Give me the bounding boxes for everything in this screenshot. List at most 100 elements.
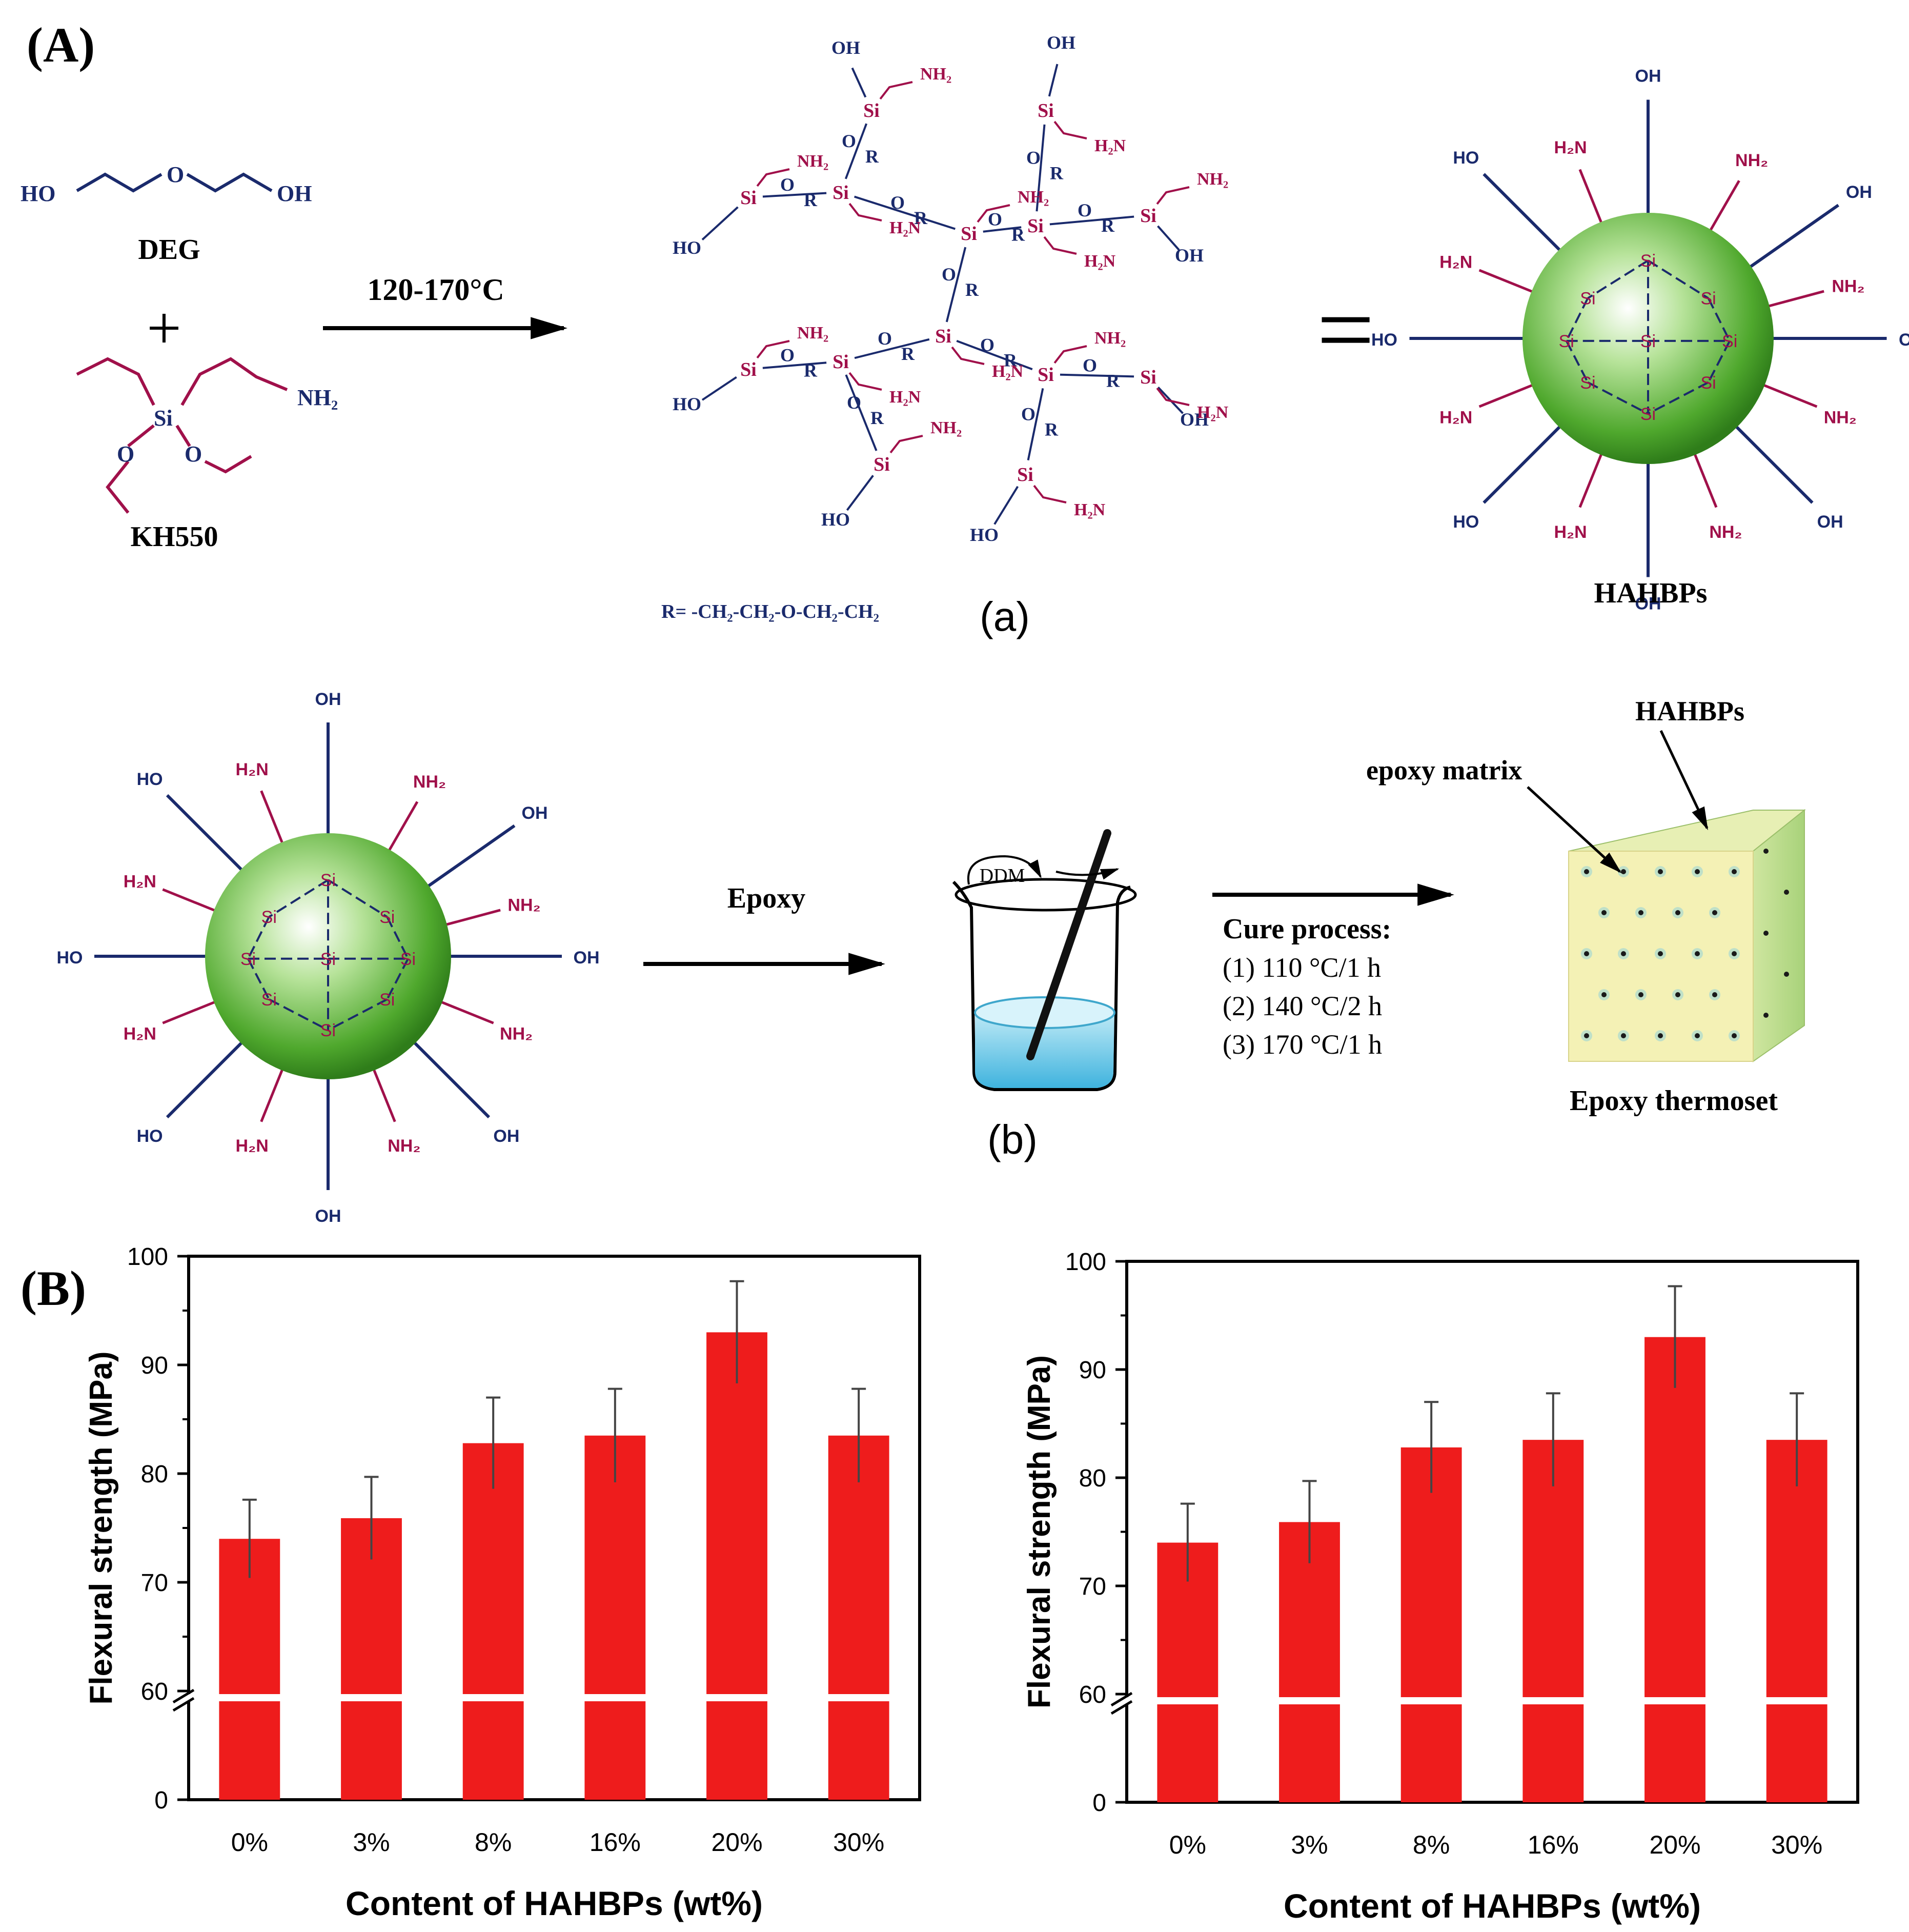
polymer-amine-label-8: NH₂ (797, 324, 828, 343)
epoxy-thermoset-label: Epoxy thermoset (1570, 1085, 1778, 1117)
polymer-o-label-10: O (1083, 355, 1097, 376)
polymer-o-label-6: O (1078, 200, 1092, 220)
chart-0-bar-0% (219, 1539, 280, 1800)
polymer-o-label-3: O (780, 174, 795, 195)
hahbp-process-group-label-1: NH₂ (413, 772, 446, 792)
hahbp-process-group-label-11: H₂N (124, 1024, 156, 1043)
kh550-o-label-2: O (185, 441, 202, 467)
hahbp-top-group-label-6: OH (1817, 512, 1843, 532)
polymer-amine-label-5: H₂N (1084, 252, 1116, 271)
hahbp-process-group-label-8: OH (315, 1206, 341, 1226)
chart-1-ytick-4: 90 (1079, 1357, 1106, 1384)
hahbp-process-group-label-5: NH₂ (500, 1024, 533, 1043)
hahbp-top-group-label-12: HO (1371, 330, 1397, 350)
hahbp-top-si-node-8: Si (1640, 405, 1656, 424)
hahbp-process-group-label-9: H₂N (236, 1136, 269, 1156)
polymer-bond-11 (840, 361, 883, 465)
hahbp-top-si-node-6: Si (1580, 373, 1595, 393)
polymer-end-label-3: OH (1175, 245, 1204, 266)
deg-o-label: O (167, 162, 184, 187)
polymer-si-node-2: Si (740, 187, 757, 209)
thermoset-particle-4 (1732, 869, 1737, 874)
polymer-end-label-0: OH (831, 37, 860, 58)
hahbp-top-group-label-13: H₂N (1439, 253, 1472, 272)
chart-0-ytick-1: 60 (141, 1678, 168, 1705)
chart-1-ytick-0: 0 (1092, 1789, 1106, 1817)
thermoset-particle-14 (1601, 992, 1607, 997)
deg-molecule: HO O OH (21, 162, 312, 206)
chart-1-xtick-4: 20% (1649, 1830, 1700, 1859)
polymer-o-label-11: O (847, 392, 861, 413)
polymer-r-label-7: R (901, 344, 915, 364)
chart-0-bar-30% (828, 1435, 889, 1800)
chart-1-bar-8% (1400, 1447, 1462, 1802)
thermoset-particle-12 (1695, 951, 1700, 956)
polymer-si-node-4: Si (961, 223, 977, 245)
chart-1-ytick-3: 80 (1079, 1465, 1106, 1492)
polymer-bond-6 (1035, 214, 1149, 227)
epoxy-label: Epoxy (727, 882, 806, 914)
polymer-end-label-6: HO (821, 509, 850, 530)
chart-1-bar-20% (1644, 1337, 1705, 1802)
chart-0-axis-break (173, 1694, 909, 1701)
hahbp-top-group-label-9: H₂N (1554, 522, 1587, 542)
polymer-o-label-4: O (842, 131, 856, 151)
chart-0-ytick-0: 0 (154, 1787, 168, 1814)
thermoset-particle-9 (1584, 951, 1589, 956)
thermoset-particle-8 (1712, 910, 1717, 915)
thermoset-particle-5 (1601, 910, 1607, 915)
polymer-si-node-7: Si (935, 326, 951, 347)
cure-step-2: (2) 140 °C/2 h (1223, 991, 1382, 1021)
chart-1-bar-30% (1766, 1440, 1827, 1802)
cure-step-1: (1) 110 °C/1 h (1223, 952, 1381, 983)
polymer-si-node-3: Si (832, 182, 849, 204)
hahbps-pointer-arrow (1659, 730, 1709, 831)
hahbp-top-si-node-2: Si (1700, 289, 1716, 309)
thermoset-particle-24 (1784, 890, 1789, 895)
polymer-si-node-12: Si (874, 454, 890, 475)
thermoset-particle-2 (1658, 869, 1663, 874)
thermoset-particle-10 (1621, 951, 1626, 956)
polymer-r-label-4: R (865, 146, 879, 167)
thermoset-particle-3 (1695, 869, 1700, 874)
kh550-molecule: Si NH₂ O O (76, 357, 338, 514)
chart-0-ytick-4: 90 (141, 1352, 168, 1379)
polymer-si-node-11: Si (1140, 367, 1156, 388)
polymer-si-node-10: Si (1038, 364, 1054, 386)
polymer-si-node-0: Si (863, 100, 880, 122)
polymer-r-label-2: R (965, 279, 979, 300)
thermoset-particle-16 (1675, 992, 1680, 997)
polymer-r-label-6: R (1101, 215, 1115, 236)
polymer-bond-2 (942, 233, 970, 336)
polymer-amine-label-6: NH₂ (1197, 170, 1228, 189)
chart-0-xtick-0: 0% (231, 1828, 268, 1857)
chart-0-ytick-2: 70 (141, 1569, 168, 1597)
hahbp-top-group-label-2: OH (1846, 183, 1872, 202)
chart-1-xtick-0: 0% (1169, 1830, 1206, 1859)
hahbp-top-group-label-3: NH₂ (1832, 276, 1864, 296)
chart-0-bar-20% (706, 1332, 767, 1800)
thermoset-particle-7 (1675, 910, 1680, 915)
epoxy-matrix-label: epoxy matrix (1366, 755, 1522, 786)
hahbp-top-group-label-10: HO (1453, 512, 1479, 532)
chart-0-ylabel: Flexural strength (MPa) (84, 1352, 119, 1705)
hahbps-name: HAHBPs (1594, 577, 1708, 609)
polymer-o-label-9: O (780, 345, 795, 366)
thermoset-particle-1 (1621, 869, 1626, 874)
deg-oh-label: OH (277, 181, 312, 206)
polymer-bond-3 (748, 191, 841, 198)
hahbp-process-si-node-7: Si (379, 990, 395, 1010)
thermoset-particle-21 (1695, 1033, 1700, 1038)
hahbp-top-si-node-4: Si (1640, 332, 1656, 351)
polymer-end-label-5: OH (1180, 409, 1209, 430)
kh550-nh2-label: NH₂ (297, 385, 338, 410)
polymer-o-label-12: O (1021, 404, 1035, 425)
polymer-amine-label-7: H₂N (992, 362, 1024, 381)
chart-1-plot-frame (1125, 1260, 1859, 1804)
chart-1-xtick-3: 16% (1528, 1830, 1579, 1859)
hahbp-process-si-node-2: Si (379, 908, 395, 927)
hahbp-top-sphere-body (1522, 213, 1774, 464)
polymer-amine-label-1: H₂N (1094, 136, 1126, 155)
polymer-bond-4 (840, 110, 872, 193)
